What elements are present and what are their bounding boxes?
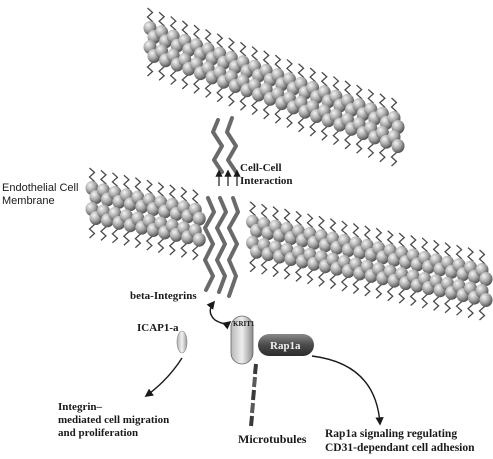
integrin-kinked-arrow: [206, 300, 232, 330]
beta-integrins-label: beta-Integrins: [130, 290, 197, 302]
icap1a-protein: [176, 330, 188, 354]
endothelial-membrane-label: Endothelial Cell Membrane: [2, 182, 78, 208]
icap1a-label: ICAP1-a: [137, 322, 179, 334]
cell-cell-interaction-label: Cell-Cell Interaction: [240, 162, 293, 188]
endothelial-label-line-1: Endothelial Cell: [2, 182, 79, 194]
upper-cell-membrane: [143, 7, 405, 167]
endothelial-label-line-2: Membrane: [2, 195, 55, 207]
beta-integrin-chains: [203, 196, 240, 298]
lipid-head: [192, 211, 206, 226]
rap1a-protein: [258, 334, 314, 356]
integrin-label-line-1: Integrin–: [58, 401, 102, 413]
lipid-head: [391, 139, 405, 153]
lipid-head: [479, 272, 493, 286]
krit1-label: KRIT1: [233, 320, 255, 328]
rap1a-signaling-label: Rap1a signaling regulating CD31-dependan…: [325, 427, 475, 455]
rap1a-to-adhesion-arrow: [311, 355, 384, 426]
rap1a-signaling-line-1: Rap1a signaling regulating: [325, 428, 458, 440]
integrin-bridge: [211, 116, 238, 174]
endothelial-cell-membrane: [85, 167, 493, 321]
integrin-label-line-2: mediated cell migration: [58, 414, 170, 426]
icap-to-migration-arrow: [144, 357, 183, 397]
microtubules-strand: [249, 363, 258, 427]
interaction-arrows: [215, 169, 241, 186]
rap1a-label: Rap1a: [270, 340, 301, 352]
microtubules-label: Microtubules: [238, 432, 307, 446]
cell-cell-label-line-1: Cell-Cell: [240, 162, 282, 174]
integrin-label-line-3: and proliferation: [58, 427, 139, 439]
integrin-migration-label: Integrin– mediated cell migration and pr…: [58, 401, 169, 440]
cell-cell-label-line-2: Interaction: [240, 175, 293, 187]
rap1a-signaling-line-2: CD31-dependant cell adhesion: [325, 442, 475, 454]
lipid-head: [479, 293, 493, 307]
lipid-head: [192, 232, 206, 247]
krit1-protein: [230, 315, 254, 365]
